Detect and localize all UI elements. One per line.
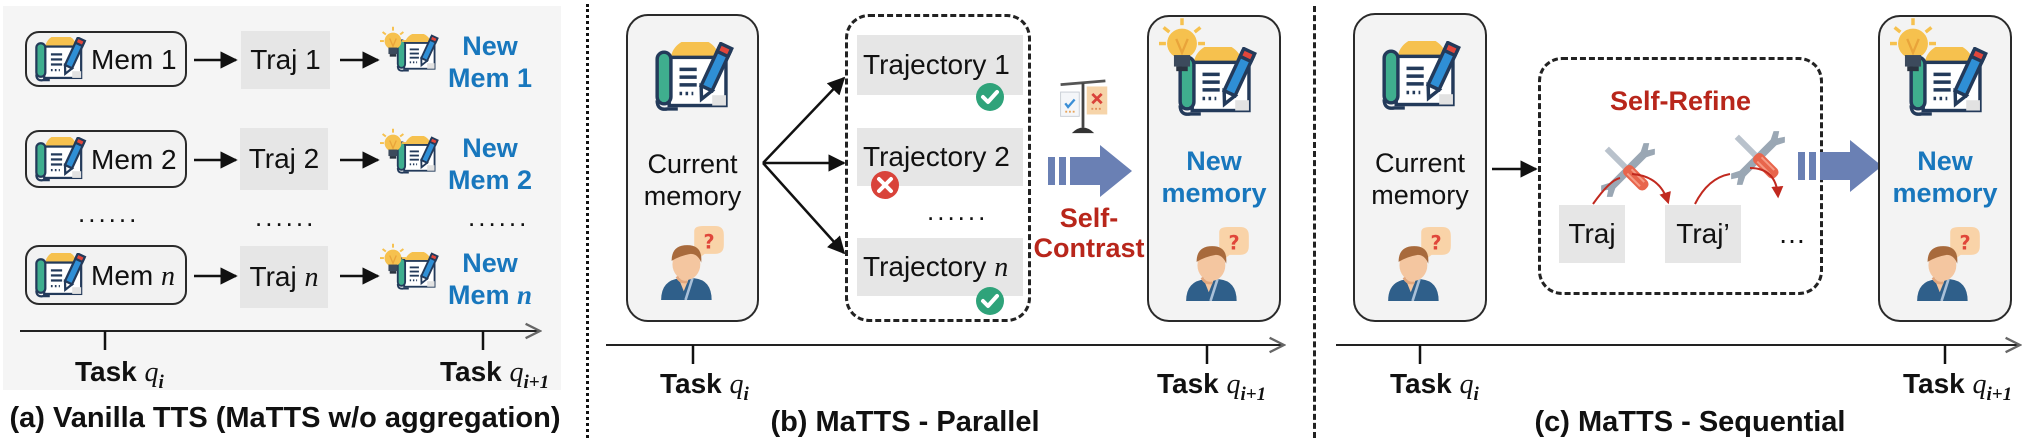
panel-divider bbox=[586, 4, 589, 438]
arrow bbox=[340, 151, 380, 169]
task-start-label: Task qi bbox=[75, 356, 164, 393]
confused-user-icon bbox=[654, 226, 724, 300]
success-check-icon bbox=[975, 82, 1005, 112]
mem-n-box: Mem n bbox=[25, 245, 187, 305]
trajectory-1-label: Trajectory 1 bbox=[863, 49, 1010, 80]
confused-user-icon bbox=[1179, 227, 1249, 301]
traj-step-2: Traj’ bbox=[1665, 205, 1741, 263]
ellipsis: ...... bbox=[255, 202, 317, 232]
fan-out-arrows bbox=[762, 76, 846, 255]
memory-notebook-icon bbox=[33, 137, 89, 183]
mem-1-box: Mem 1 bbox=[25, 31, 187, 87]
arrow bbox=[1492, 160, 1538, 178]
balance-scale-icon bbox=[1055, 78, 1111, 136]
failure-cross-icon bbox=[870, 170, 900, 200]
panel-divider bbox=[1313, 6, 1316, 438]
refine-arrows bbox=[1592, 167, 1784, 205]
lightbulb-icon bbox=[1890, 17, 1936, 77]
mem-n-label: Mem n bbox=[91, 260, 175, 292]
memory-notebook-icon bbox=[33, 37, 89, 83]
traj-1-label: Traj 1 bbox=[250, 44, 321, 75]
ellipsis: ...... bbox=[927, 196, 989, 226]
memory-notebook-icon bbox=[652, 42, 738, 114]
memory-notebook-icon bbox=[1379, 41, 1465, 113]
confused-user-icon bbox=[1910, 227, 1980, 301]
parallel-trajectories-group bbox=[845, 14, 1031, 322]
self-contrast-label: Self-Contrast bbox=[1033, 203, 1145, 264]
traj-n-box: Traj n bbox=[240, 246, 328, 308]
confused-user-icon bbox=[1381, 227, 1451, 301]
timeline-b bbox=[606, 336, 1294, 364]
ellipsis: … bbox=[1778, 218, 1806, 249]
task-start-label: Task qi bbox=[660, 368, 749, 405]
lightbulb-icon bbox=[380, 243, 406, 277]
arrow bbox=[340, 51, 380, 69]
lightbulb-icon bbox=[1159, 17, 1205, 77]
traj-1-box: Traj 1 bbox=[241, 31, 330, 89]
panel-b-caption: (b) MaTTS - Parallel bbox=[770, 406, 1040, 438]
ellipsis: ...... bbox=[78, 198, 140, 228]
task-start-label: Task qi bbox=[1390, 368, 1479, 405]
mem-2-box: Mem 2 bbox=[25, 130, 187, 188]
trajectory-2-label: Trajectory 2 bbox=[863, 141, 1010, 172]
ellipsis: ...... bbox=[468, 202, 530, 232]
success-check-icon bbox=[975, 286, 1005, 316]
block-arrow-icon bbox=[1798, 140, 1882, 192]
traj-n-label: Traj n bbox=[249, 260, 319, 293]
timeline-a bbox=[20, 322, 548, 350]
task-end-label: Task qi+1 bbox=[440, 356, 550, 393]
arrow bbox=[194, 151, 238, 169]
arrow bbox=[194, 267, 238, 285]
trajectory-1-box: Trajectory 1 bbox=[857, 35, 1023, 95]
mem-2-label: Mem 2 bbox=[91, 144, 177, 175]
traj-2-label: Traj 2 bbox=[248, 143, 320, 174]
trajectory-n-box: Trajectory n bbox=[857, 238, 1023, 296]
panel-a-caption: (a) Vanilla TTS (MaTTS w/o aggregation) bbox=[9, 402, 561, 434]
self-refine-label: Self-Refine bbox=[1609, 86, 1752, 116]
traj-step-1: Traj bbox=[1559, 205, 1625, 263]
memory-notebook-icon bbox=[33, 253, 89, 299]
task-end-label: Task qi+1 bbox=[1157, 368, 1267, 405]
arrow bbox=[340, 267, 380, 285]
arrow bbox=[194, 51, 238, 69]
traj-2-box: Traj 2 bbox=[240, 128, 328, 190]
lightbulb-icon bbox=[380, 128, 406, 162]
task-end-label: Task qi+1 bbox=[1903, 368, 2013, 405]
mem-1-label: Mem 1 bbox=[91, 44, 177, 75]
trajectory-n-label: Trajectory n bbox=[863, 250, 1009, 283]
block-arrow-icon bbox=[1048, 145, 1132, 197]
timeline-c bbox=[1336, 336, 2028, 364]
lightbulb-icon bbox=[380, 26, 406, 60]
panel-c-caption: (c) MaTTS - Sequential bbox=[1534, 406, 1846, 438]
